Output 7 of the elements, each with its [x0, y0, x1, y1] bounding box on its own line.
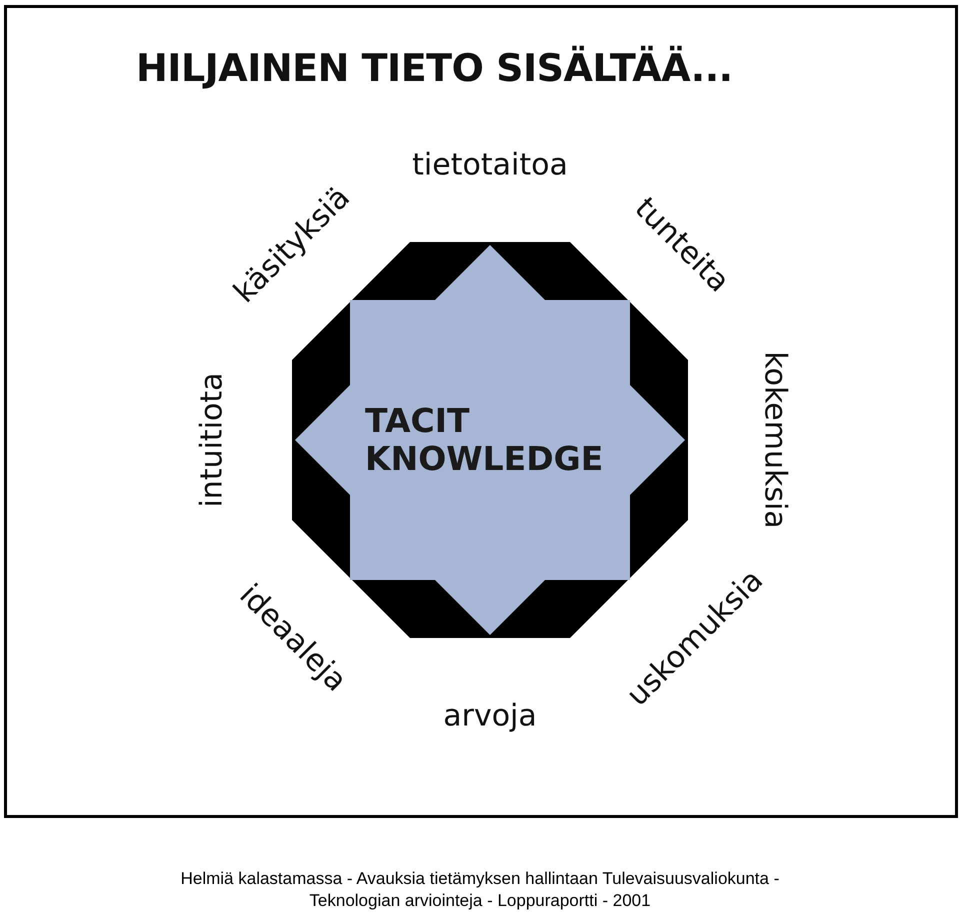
node-label: TACIT KNOWLEDGE — [365, 402, 604, 478]
surrounding-word: kokemuksia — [758, 351, 792, 529]
surrounding-word: arvoja — [443, 698, 537, 734]
caption: Helmiä kalastamassa - Avauksia tietämyksen hallintaan Tulevaisuusvaliokunta - Teknologian arviointeja - Loppuraportti - 2001 — [180, 868, 780, 912]
surrounding-word: tietotaitoa — [412, 148, 568, 182]
surrounding-word: intuitiota — [194, 372, 230, 508]
title: HILJAINEN TIETO SISÄLTÄÄ... — [136, 46, 733, 90]
